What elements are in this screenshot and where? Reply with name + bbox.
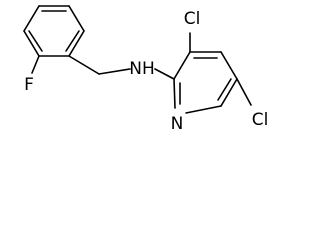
carbon-fluorine-bond bbox=[31, 55, 40, 74]
molecule-drawing: F NH Cl Cl N bbox=[23, 5, 269, 134]
chlorine-bottom-label: Cl bbox=[252, 110, 269, 130]
pyridine-bond-c2-c3 bbox=[173, 51, 191, 80]
carbon-chlorine-bond-bottom bbox=[236, 78, 252, 106]
benzene-bond-top-right bbox=[68, 5, 85, 32]
benzene-bond-bottom-right bbox=[68, 30, 85, 57]
benzene-double-bond-left bbox=[28, 30, 43, 52]
pyridine-double-bond-c5-c6 bbox=[217, 78, 232, 101]
benzene-bond-bottom-left bbox=[23, 30, 40, 57]
structure-canvas: F NH Cl Cl N bbox=[23, 5, 269, 134]
methylene-to-nitrogen-bond bbox=[98, 68, 131, 75]
ring-to-methylene-bond bbox=[68, 55, 100, 75]
fluorine-label: F bbox=[24, 75, 34, 95]
pyridine-nitrogen-label: N bbox=[171, 114, 184, 134]
benzene-ring bbox=[23, 5, 85, 57]
benzene-double-bond-right bbox=[65, 30, 80, 52]
pyridine-bond-c6-n bbox=[185, 105, 222, 114]
pyridine-ring bbox=[173, 51, 238, 114]
benzene-bond-top-left bbox=[23, 5, 40, 32]
pyridine-bond-n-c2 bbox=[173, 78, 176, 109]
pyridine-bond-c4-c5 bbox=[220, 51, 238, 80]
amine-label: NH bbox=[129, 59, 155, 79]
pyridine-bond-c5-c6 bbox=[220, 78, 238, 107]
nitrogen-to-pyridine-bond bbox=[154, 68, 175, 80]
chlorine-top-label: Cl bbox=[184, 9, 201, 29]
